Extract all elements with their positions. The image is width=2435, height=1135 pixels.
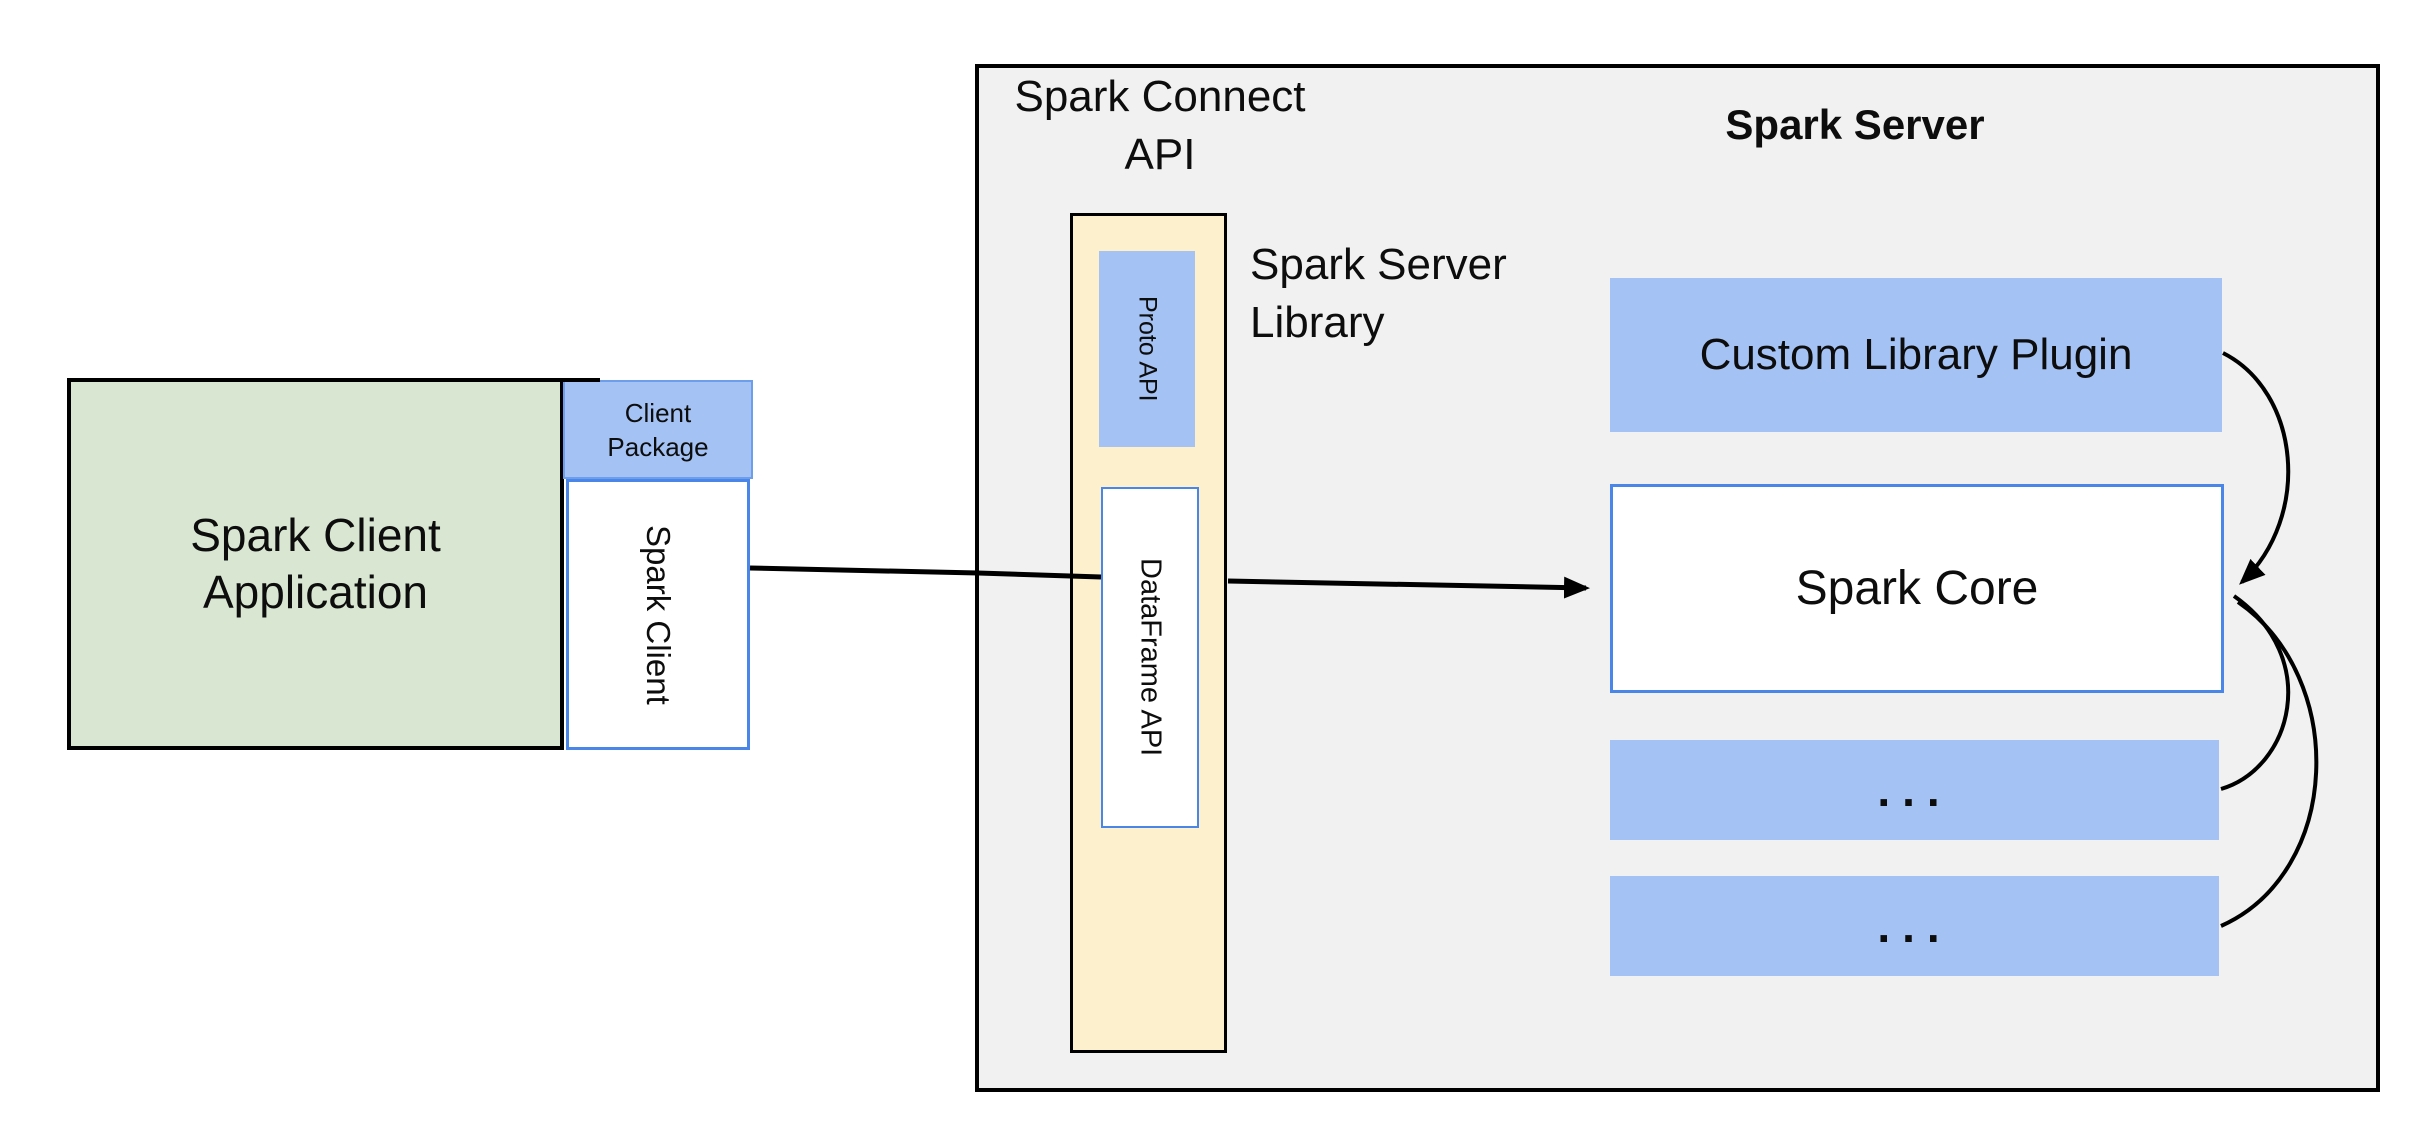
spark-client-box: Spark Client [566, 479, 750, 750]
spark-client-application-label: Spark Client Application [190, 509, 441, 618]
dataframe-api-box: DataFrame API [1101, 487, 1199, 828]
client-package-box: Client Package [563, 380, 753, 479]
ellipsis-box-1: ... [1610, 740, 2219, 840]
spark-client-application-box [67, 378, 564, 750]
spark-client-label: Spark Client [640, 524, 677, 705]
spark-connect-api-label: Spark Connect API [1014, 72, 1306, 179]
proto-api-box: Proto API [1099, 251, 1195, 447]
spark-core-label: Spark Core [1795, 562, 2039, 615]
spark-core-box: Spark Core [1610, 484, 2224, 693]
custom-library-plugin-label: Custom Library Plugin [1699, 330, 2133, 379]
spark-server-title: Spark Server [1725, 101, 1985, 148]
custom-library-plugin-box: Custom Library Plugin [1610, 278, 2222, 432]
ellipsis-box-1-label: ... [1877, 764, 1952, 816]
ellipsis-box-2: ... [1610, 876, 2219, 976]
proto-api-label: Proto API [1133, 296, 1162, 402]
spark-server-library-label: Spark Server Library [1250, 240, 1507, 347]
dataframe-api-label: DataFrame API [1134, 558, 1167, 757]
ellipsis-box-2-label: ... [1877, 900, 1952, 952]
